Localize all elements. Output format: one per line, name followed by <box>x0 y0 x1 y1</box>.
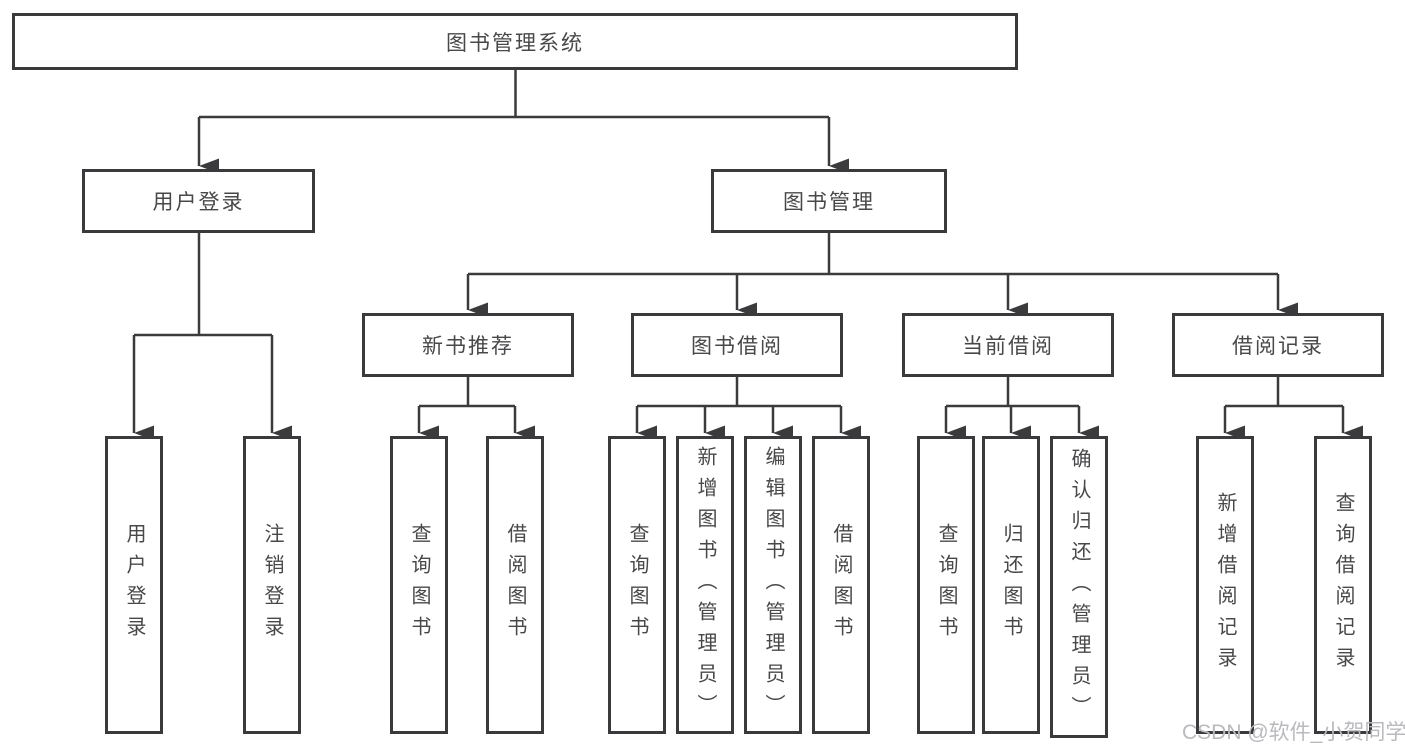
node-current-borrowing-label: 当前借阅 <box>962 335 1054 358</box>
leaf-current-query-books: 查询图书 <box>917 436 975 734</box>
csdn-watermark: CSDN @软件_小贺同学 <box>1182 721 1405 744</box>
leaf-return-books: 归还图书 <box>982 436 1040 734</box>
leaf-edit-books-admin-label: 编辑图书（管理员） <box>762 445 784 725</box>
leaf-logout-label: 注销登录 <box>261 523 283 647</box>
leaf-query-borrow-record-label: 查询借阅记录 <box>1332 492 1354 678</box>
leaf-borrowing-query-books: 查询图书 <box>608 436 666 734</box>
node-book-borrowing: 图书借阅 <box>631 313 843 377</box>
leaf-confirm-return-admin-label: 确认归还（管理员） <box>1068 447 1090 727</box>
node-borrowing-records-label: 借阅记录 <box>1232 335 1324 358</box>
leaf-recommend-query-books: 查询图书 <box>390 436 448 734</box>
leaf-logout: 注销登录 <box>243 436 301 734</box>
leaf-confirm-return-admin: 确认归还（管理员） <box>1050 436 1108 738</box>
leaf-user-login-label: 用户登录 <box>123 523 145 647</box>
node-book-management: 图书管理 <box>711 169 947 233</box>
leaf-return-books-label: 归还图书 <box>1000 523 1022 647</box>
leaf-query-borrow-record: 查询借阅记录 <box>1314 436 1372 734</box>
leaf-current-query-books-label: 查询图书 <box>935 523 957 647</box>
node-system-root: 图书管理系统 <box>12 13 1018 70</box>
leaf-add-books-admin-label: 新增图书（管理员） <box>694 445 716 725</box>
node-book-management-label: 图书管理 <box>783 191 875 214</box>
leaf-borrowing-borrow-books: 借阅图书 <box>812 436 870 734</box>
node-current-borrowing: 当前借阅 <box>902 313 1114 377</box>
node-user-login: 用户登录 <box>82 169 315 233</box>
leaf-add-books-admin: 新增图书（管理员） <box>676 436 734 734</box>
leaf-recommend-query-books-label: 查询图书 <box>408 523 430 647</box>
leaf-borrowing-borrow-books-label: 借阅图书 <box>830 523 852 647</box>
leaf-add-borrow-record: 新增借阅记录 <box>1196 436 1254 734</box>
leaf-borrowing-query-books-label: 查询图书 <box>626 523 648 647</box>
leaf-add-borrow-record-label: 新增借阅记录 <box>1214 492 1236 678</box>
node-new-book-recommendation-label: 新书推荐 <box>422 335 514 358</box>
leaf-recommend-borrow-books: 借阅图书 <box>486 436 544 734</box>
leaf-edit-books-admin: 编辑图书（管理员） <box>744 436 802 734</box>
node-book-borrowing-label: 图书借阅 <box>691 335 783 358</box>
node-borrowing-records: 借阅记录 <box>1172 313 1384 377</box>
leaf-user-login: 用户登录 <box>105 436 163 734</box>
node-new-book-recommendation: 新书推荐 <box>362 313 574 377</box>
node-system-root-label: 图书管理系统 <box>446 31 584 55</box>
node-user-login-label: 用户登录 <box>152 191 245 214</box>
leaf-recommend-borrow-books-label: 借阅图书 <box>504 523 526 647</box>
